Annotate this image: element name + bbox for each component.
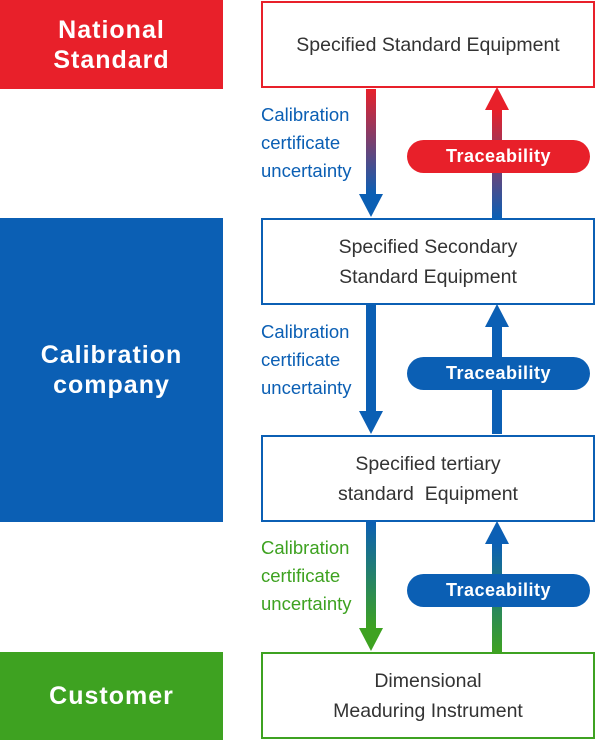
secondary-node-line2: Standard Equipment [339,265,517,288]
calibration-company-label-line2: company [53,371,170,399]
calibration-label-1-line2: certificate [261,132,341,153]
calibration-company-label-line1: Calibration [40,341,183,369]
calibration-arrow-3 [359,522,383,651]
calibration-company-band: Calibration company [0,218,223,522]
calibration-label-2-line1: Calibration [261,321,350,342]
secondary-node-line1: Specified Secondary [338,235,518,258]
calibration-label-2: Calibration certificate uncertainty [261,318,371,402]
national-standard-band: National Standard [0,0,223,89]
tertiary-node-line2: standard Equipment [338,482,518,505]
calibration-arrow-2 [359,305,383,434]
customer-label: Customer [49,682,174,710]
calibration-label-2-line2: certificate [261,349,341,370]
customer-band: Customer [0,652,223,740]
specified-standard-equipment-box: Specified Standard Equipment [261,1,595,88]
calibration-label-3: Calibration certificate uncertainty [261,534,371,618]
calibration-label-3-line3: uncertainty [261,593,352,614]
primary-node-text: Specified Standard Equipment [296,33,560,56]
specified-secondary-equipment-box: Specified Secondary Standard Equipment [261,218,595,305]
traceability-pill-3: Traceability [407,574,590,607]
calibration-label-1: Calibration certificate uncertainty [261,101,371,185]
calibration-label-3-line2: certificate [261,565,341,586]
national-standard-label-line1: National [58,15,165,44]
calibration-arrow-1 [359,89,383,217]
traceability-pill-2: Traceability [407,357,590,390]
calibration-label-1-line1: Calibration [261,104,350,125]
national-standard-label-line2: Standard [53,45,170,74]
traceability-pill-1: Traceability [407,140,590,173]
instrument-node-line2: Meaduring Instrument [333,699,523,722]
specified-tertiary-equipment-box: Specified tertiary standard Equipment [261,435,595,522]
instrument-node-line1: Dimensional [374,669,482,692]
dimensional-measuring-instrument-box: Dimensional Meaduring Instrument [261,652,595,739]
calibration-label-2-line3: uncertainty [261,377,352,398]
calibration-label-1-line3: uncertainty [261,160,352,181]
calibration-label-3-line1: Calibration [261,537,350,558]
tertiary-node-line1: Specified tertiary [355,452,501,475]
